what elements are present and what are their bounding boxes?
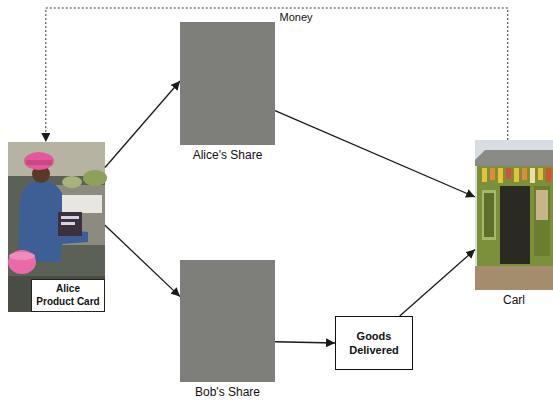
process-box: Goods Delivered: [335, 316, 413, 370]
card-label: Alice Product Card: [31, 279, 105, 312]
shop-photo-frame: [475, 140, 553, 290]
money-flow-line: [46, 8, 508, 142]
box-label: Goods Delivered: [340, 329, 408, 358]
share-node: Bob's Share: [180, 260, 275, 399]
photo-card: Alice Product Card: [8, 142, 105, 312]
flow-arrow: [275, 342, 335, 343]
node-label: Carl: [475, 293, 553, 307]
share-square: [180, 260, 275, 382]
flow-arrow: [275, 111, 475, 197]
share-node: Alice's Share: [180, 22, 275, 162]
shop-node: Carl: [475, 140, 553, 307]
node-label: Alice's Share: [180, 148, 275, 162]
node-label: Bob's Share: [180, 385, 275, 399]
edge-label: Money: [277, 11, 314, 23]
flow-arrow: [400, 250, 475, 317]
share-square: [180, 22, 275, 145]
market-woman-photo: [8, 142, 107, 312]
shop-photo: [475, 140, 553, 290]
flow-arrow: [105, 225, 180, 296]
flow-arrow: [105, 81, 180, 167]
